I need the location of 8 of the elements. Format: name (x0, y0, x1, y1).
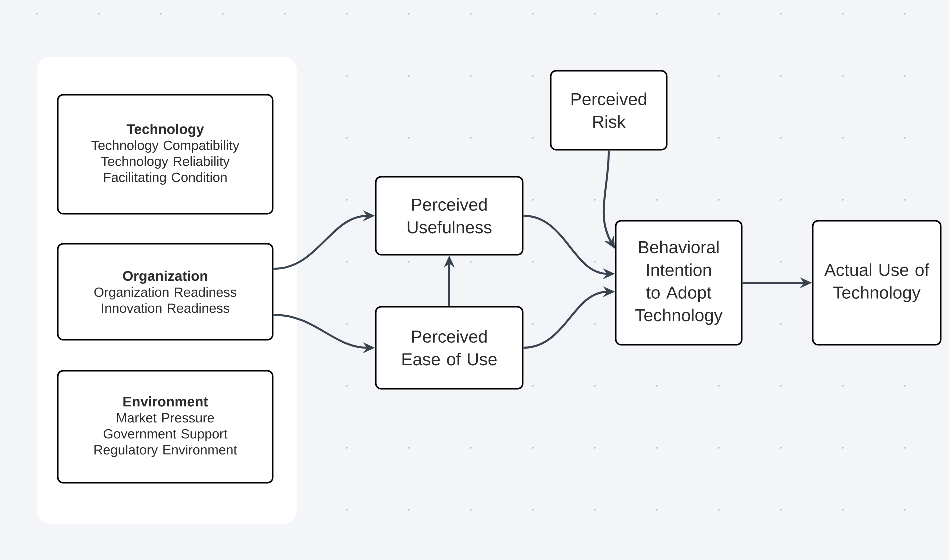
factor-box: Technology Technology Compatibility Technology Reliability Facilitating Condition (57, 94, 274, 215)
factor-box: Environment Market Pressure Government Support Regulatory Environment (57, 370, 274, 484)
factor-box: Organization Organization Readiness Innovation Readiness (57, 243, 274, 341)
construct-box: Behavioral Intention to Adopt Technology (615, 220, 743, 346)
construct-box: Perceived Usefulness (375, 176, 524, 256)
construct-box: Perceived Risk (550, 70, 668, 151)
construct-box: Actual Use of Technology (812, 220, 942, 346)
construct-box: Perceived Ease of Use (375, 306, 524, 390)
